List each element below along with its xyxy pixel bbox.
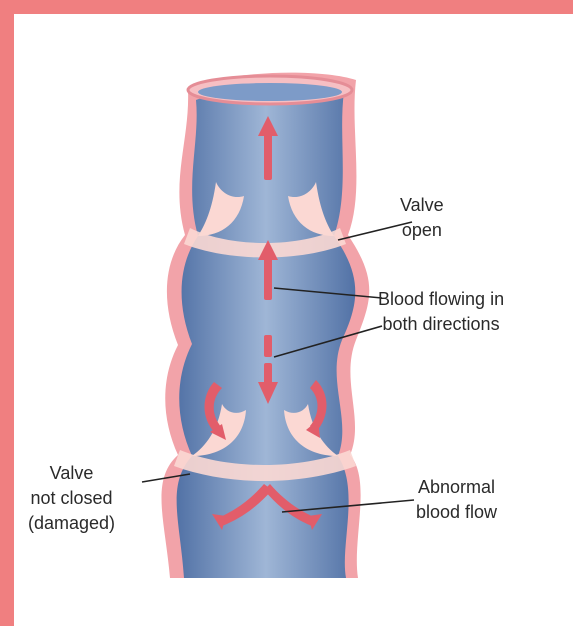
cropped-heading: [0, 0, 573, 14]
arrow-up-mid-shaft: [264, 256, 272, 300]
label-blood-both-directions: Blood flowing inboth directions: [378, 287, 504, 337]
arrow-down-shaft-2: [264, 363, 272, 385]
label-valve-damaged: Valvenot closed(damaged): [28, 461, 115, 536]
diagram-canvas: Valveopen Blood flowing inboth direction…: [14, 14, 573, 626]
label-abnormal-flow: Abnormalblood flow: [416, 475, 497, 525]
vein-opening-inner: [198, 83, 342, 101]
label-valve-open: Valveopen: [400, 193, 444, 243]
arrow-up-top-shaft: [264, 132, 272, 180]
arrow-down-shaft-1: [264, 335, 272, 357]
